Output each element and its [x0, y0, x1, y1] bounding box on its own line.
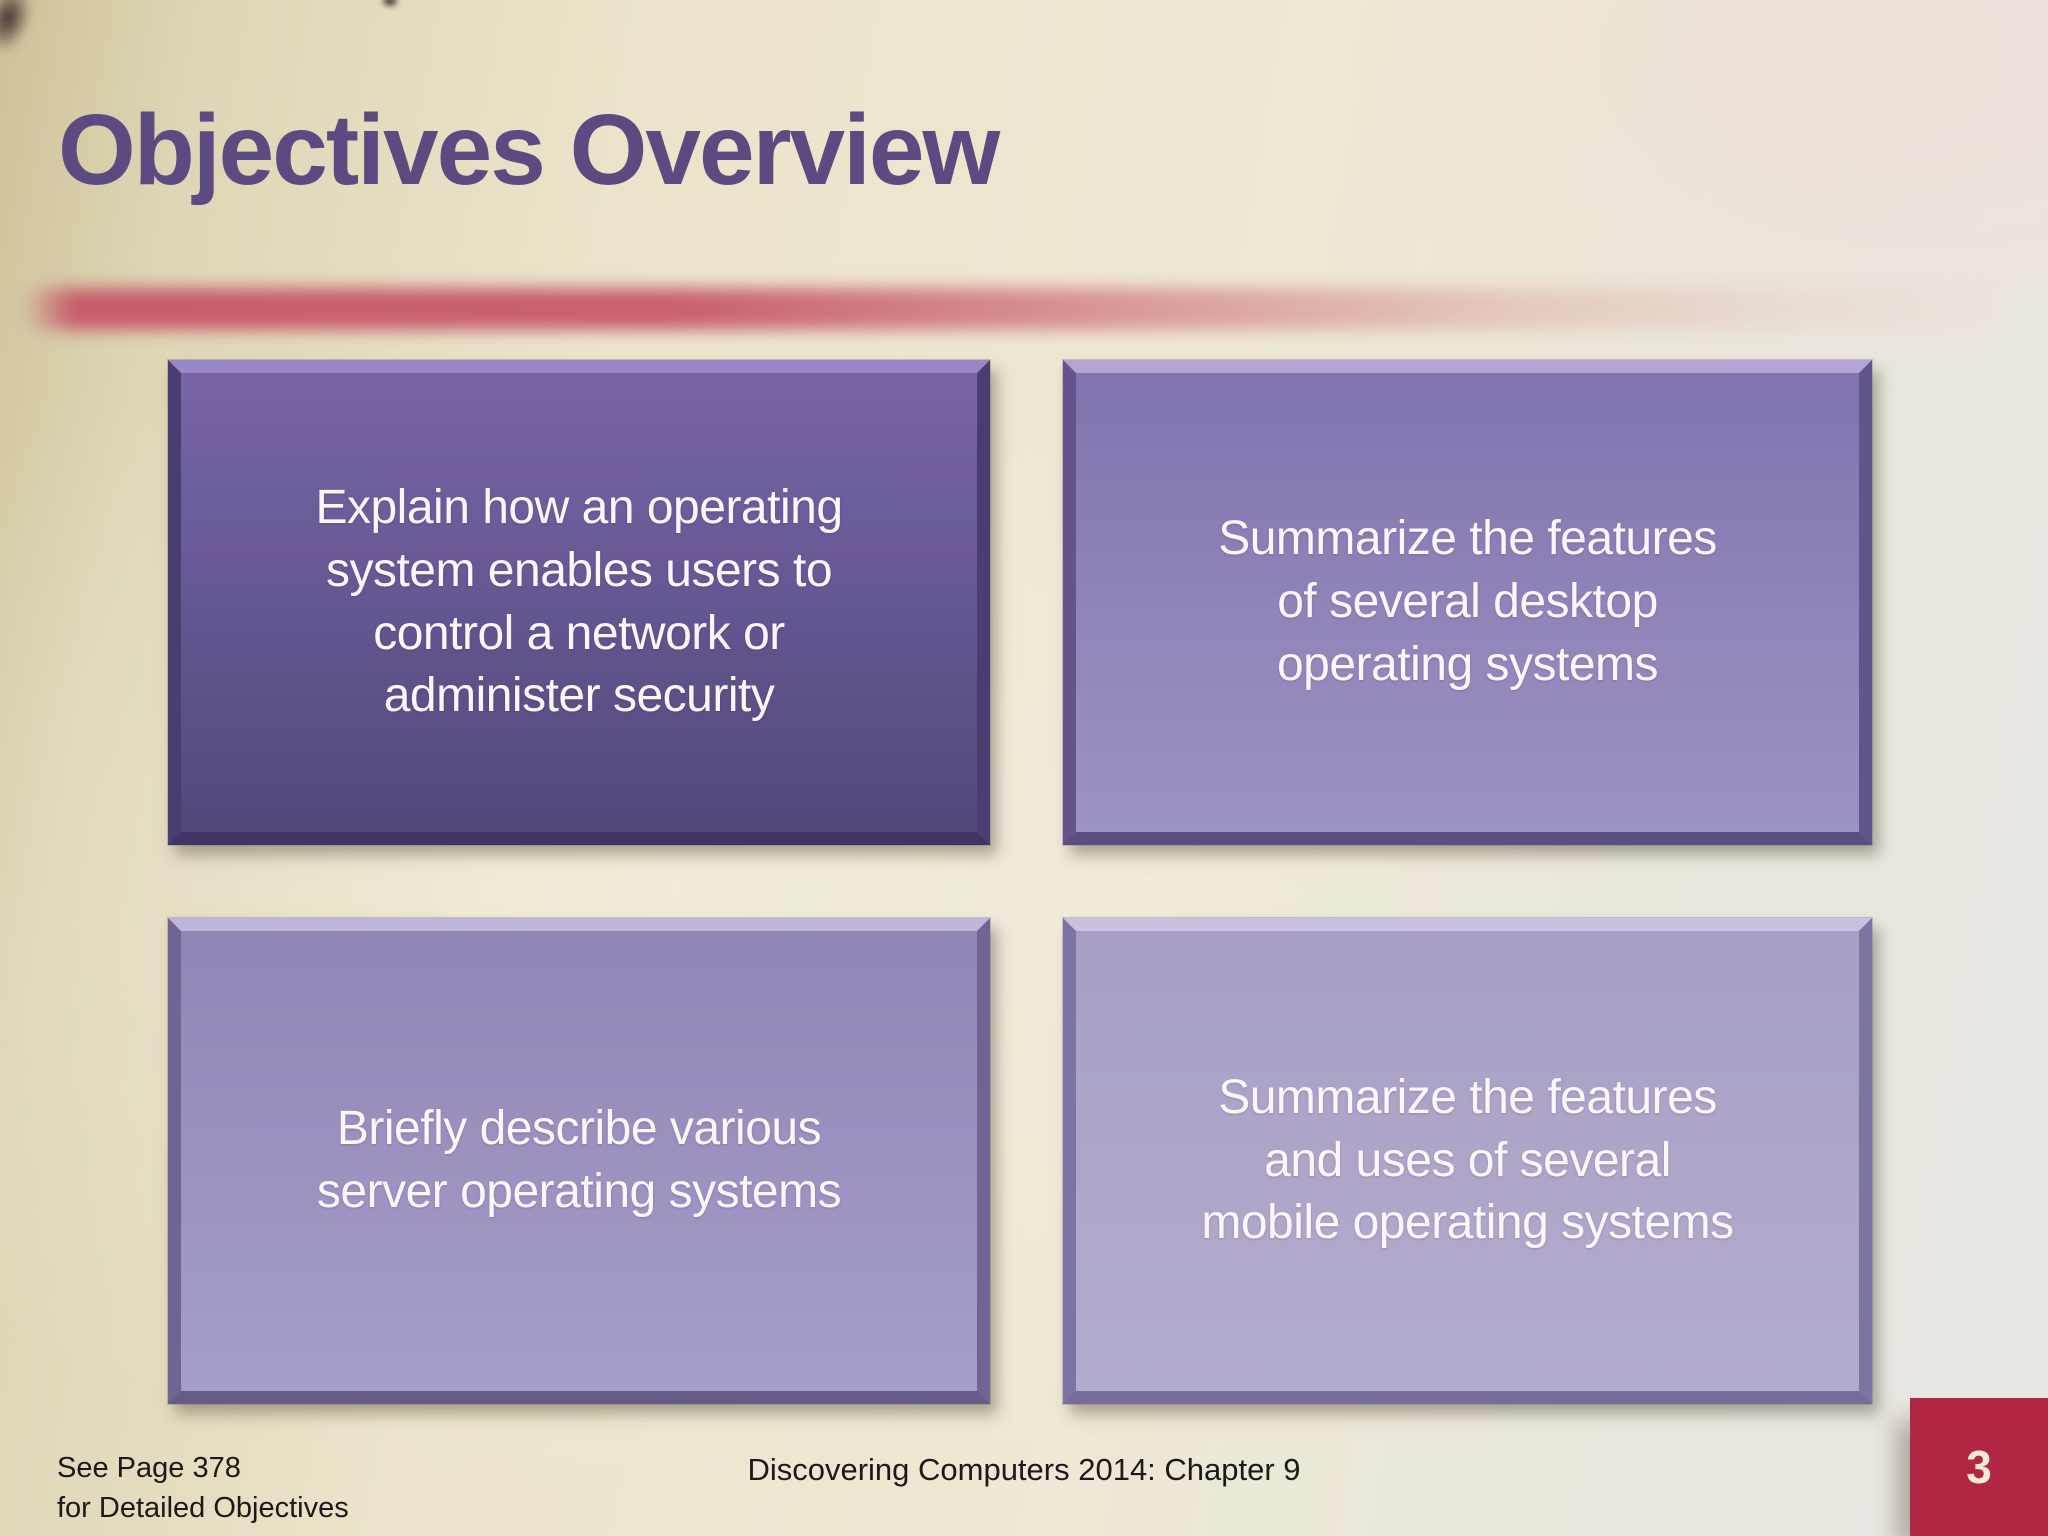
page-title: Objectives Overview: [58, 94, 1000, 206]
objective-box-mobile-os: Summarize the features and uses of sever…: [1063, 918, 1872, 1404]
footer-note-line2: for Detailed Objectives: [57, 1492, 349, 1524]
objective-box-desktop-os: Summarize the features of several deskto…: [1063, 360, 1872, 845]
red-accent-ribbon: [22, 288, 2048, 330]
objective-text: Summarize the features of several deskto…: [1218, 512, 1717, 691]
objective-box-server-os: Briefly describe various server operatin…: [168, 918, 990, 1404]
corner-speck: [383, 0, 397, 6]
objective-text: Explain how an operating system enables …: [315, 480, 843, 723]
footer-chapter-title: Discovering Computers 2014: Chapter 9: [747, 1452, 1301, 1487]
page-number: 3: [1966, 1441, 1992, 1493]
footer-note: See Page 378 for Detailed Objectives: [57, 1448, 349, 1528]
corner-artifact: [0, 0, 41, 60]
objective-text: Briefly describe various server operatin…: [316, 1102, 842, 1218]
footer-note-line1: See Page 378: [57, 1452, 241, 1484]
objective-box-network-security: Explain how an operating system enables …: [168, 360, 990, 845]
page-number-box: 3: [1910, 1398, 2048, 1536]
objective-text: Summarize the features and uses of sever…: [1201, 1070, 1734, 1250]
